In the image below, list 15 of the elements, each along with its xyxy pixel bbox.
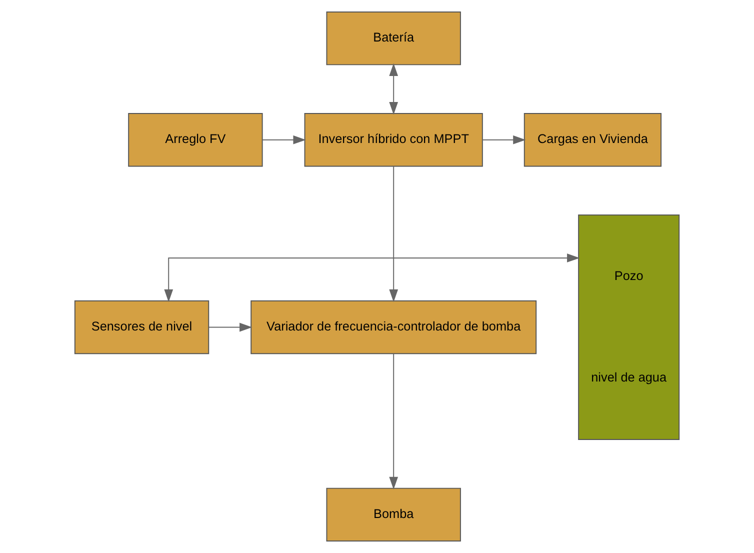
node-box: Arreglo FV — [128, 113, 263, 167]
arrow — [389, 166, 398, 302]
node-box: Batería — [326, 12, 461, 66]
node-box: Inversor híbrido con MPPT — [304, 113, 483, 167]
node-box: Bomba — [326, 488, 461, 542]
node-box: Pozo nivel de agua — [578, 214, 680, 440]
arrow — [262, 135, 306, 144]
arrow — [389, 63, 398, 115]
arrow — [208, 322, 252, 332]
node-box: Cargas en Vivienda — [524, 113, 662, 167]
node-box: Variador de frecuencia-controlador de bomba — [250, 300, 537, 354]
arrow — [389, 353, 398, 490]
arrow — [164, 254, 580, 302]
node-box: Sensores de nivel — [74, 300, 210, 354]
arrow — [482, 135, 526, 144]
